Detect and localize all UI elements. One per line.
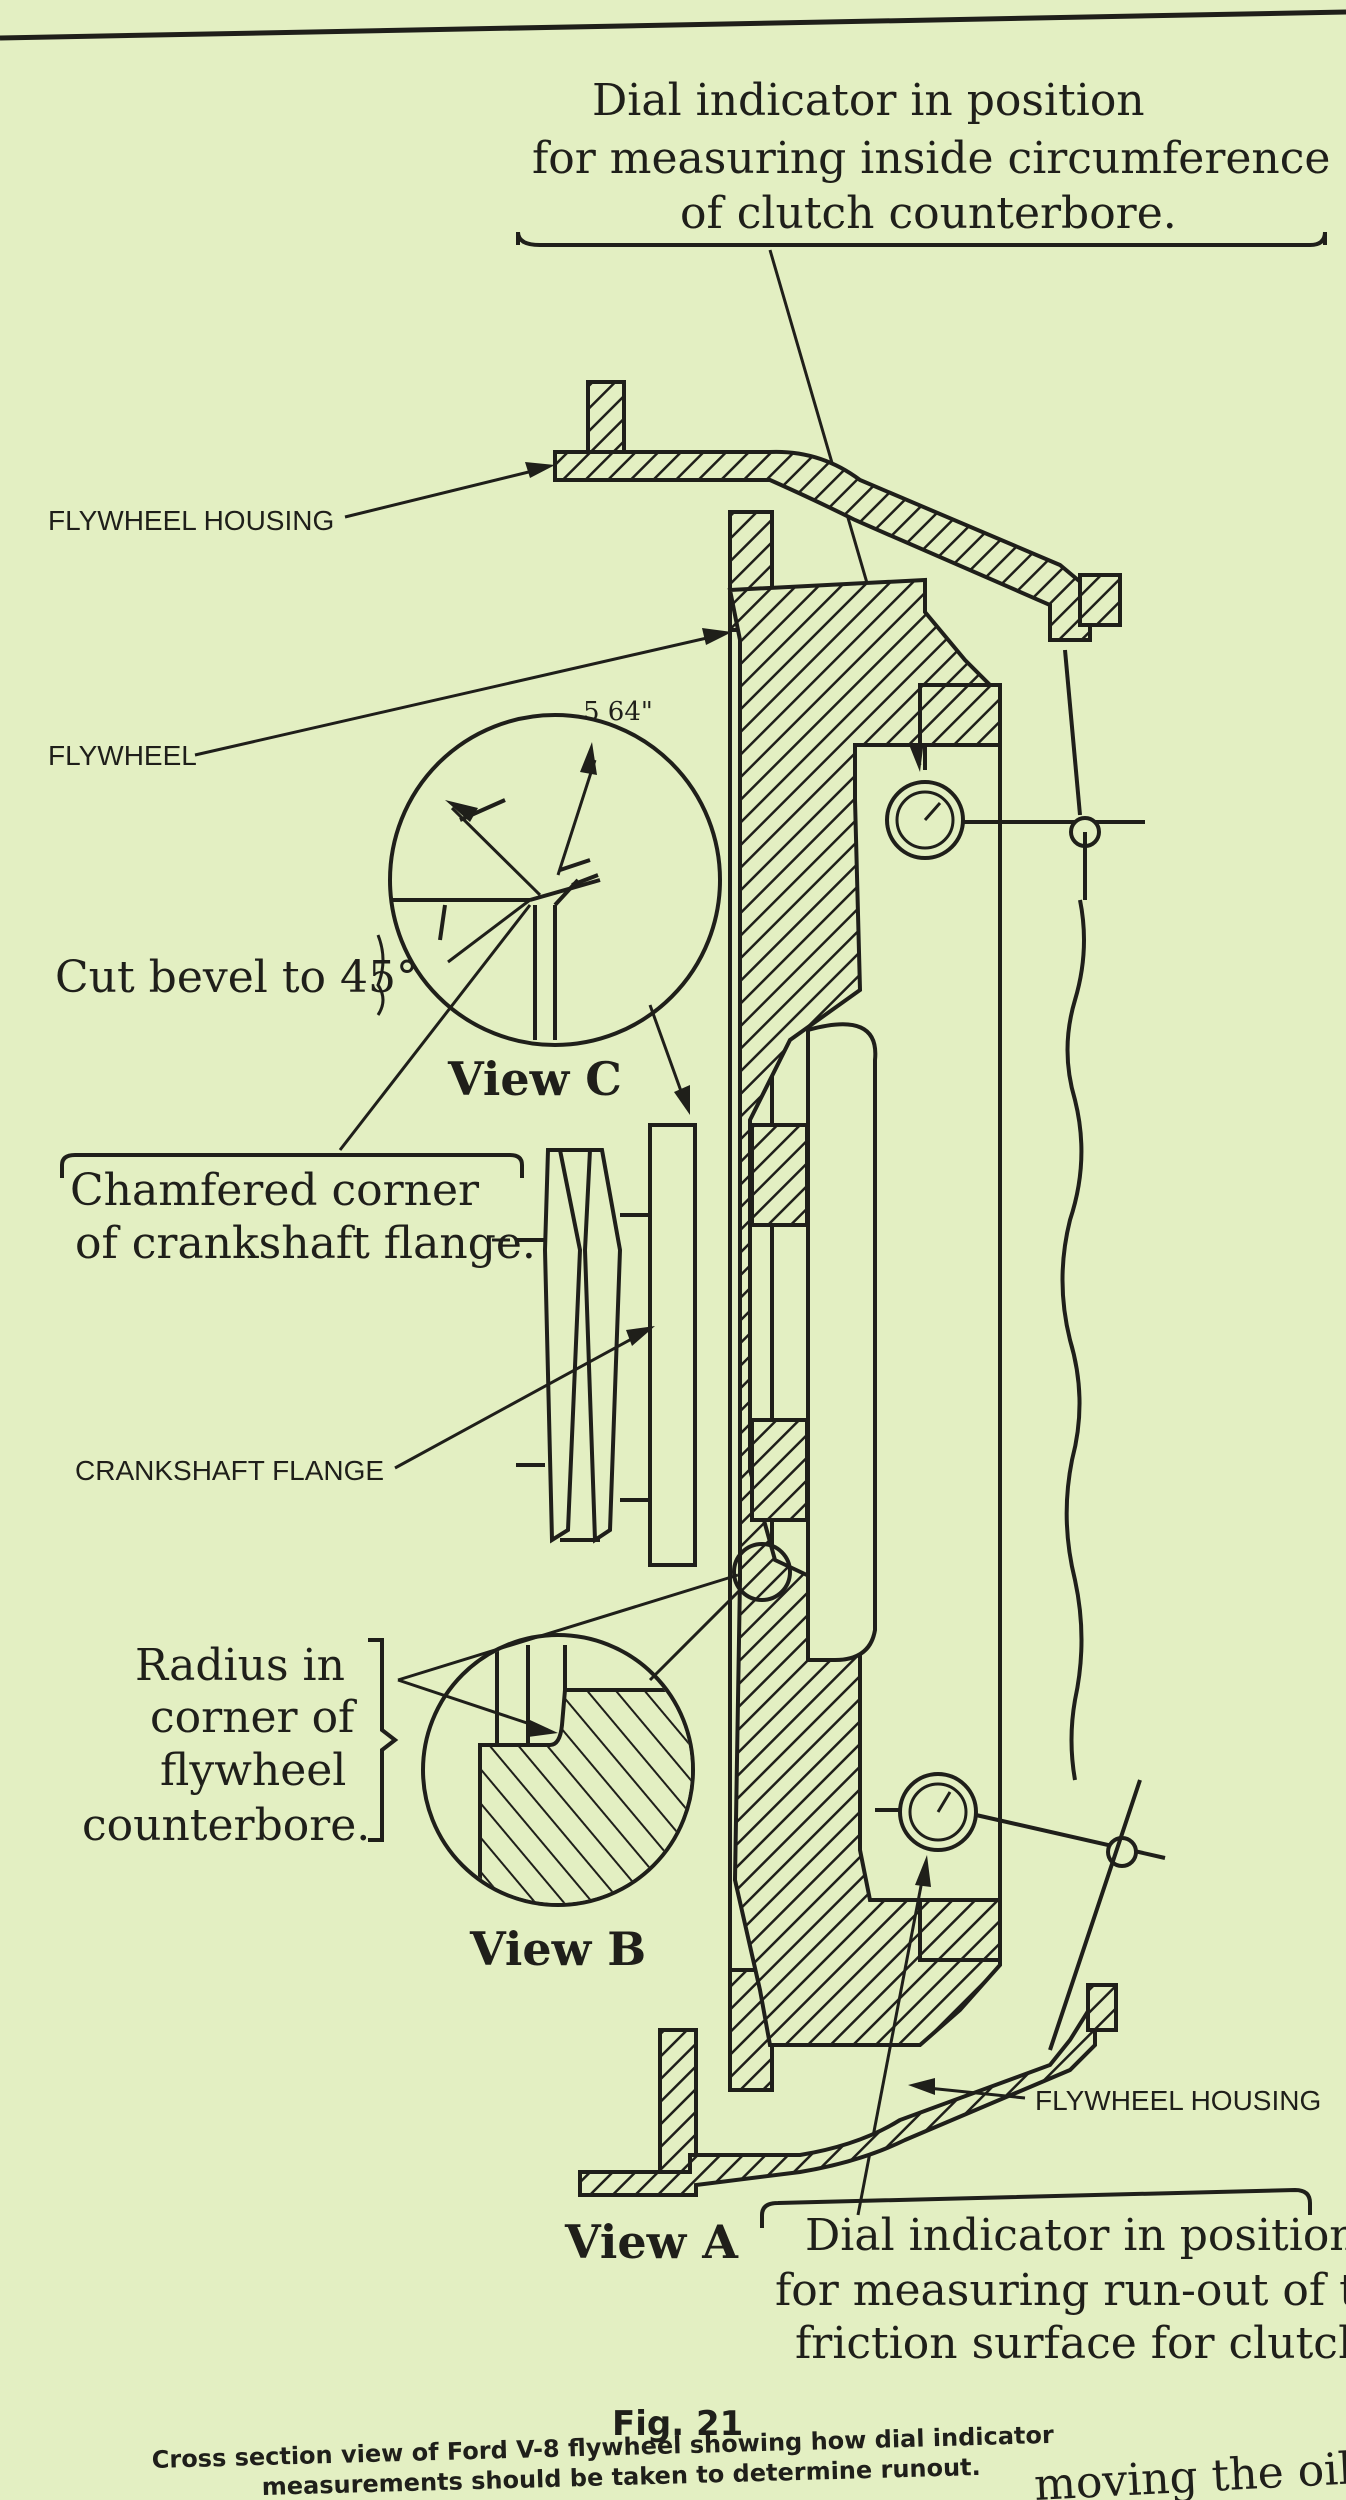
radius-label-4: counterbore. — [82, 1800, 370, 1851]
arrowhead — [626, 1326, 655, 1346]
flywheel-housing-top-leader — [344, 466, 546, 519]
clutch-cover-outline — [1060, 899, 1086, 1781]
radius-brace — [368, 1638, 399, 1842]
dial-top-label-3: of clutch counterbore. — [680, 188, 1177, 239]
radius-label-3: flywheel — [160, 1745, 346, 1796]
dial-gauge-bottom — [875, 1772, 1166, 2051]
view-b-detail — [421, 1542, 792, 1907]
dial-bottom-brace — [760, 2187, 1312, 2228]
cut-bevel-label: Cut bevel to 45° — [55, 952, 418, 1003]
arrowhead — [525, 462, 555, 478]
flywheel-housing-top-label: FLYWHEEL HOUSING — [48, 505, 334, 536]
flywheel-label: FLYWHEEL — [48, 740, 197, 771]
arrowhead — [702, 628, 732, 645]
trailing-text: moving the oil — [1033, 2443, 1346, 2500]
flywheel-body — [727, 510, 1002, 2092]
radius-leader-1 — [397, 1573, 739, 1682]
flywheel-housing-bottom-label: FLYWHEEL HOUSING — [1035, 2085, 1321, 2116]
chamfer-label-2: of crankshaft flange. — [75, 1218, 536, 1269]
figure-title: Fig. 21 — [612, 2404, 743, 2444]
dimension-label: 5 64" — [583, 697, 653, 727]
dial-top-brace — [516, 231, 1327, 247]
radius-label-2: corner of — [150, 1692, 357, 1743]
top-border — [0, 9, 1346, 41]
arrowhead — [528, 1720, 558, 1737]
crankshaft-flange — [516, 1123, 697, 1567]
dial-gauge-top — [885, 649, 1145, 900]
flywheel-housing-bottom — [578, 1983, 1118, 2197]
arrowhead — [908, 2078, 935, 2095]
view-a-label: View A — [564, 2215, 739, 2269]
radius-label-1: Radius in — [135, 1640, 345, 1691]
arrowhead — [908, 740, 924, 772]
chamfer-label-1: Chamfered corner — [70, 1165, 480, 1216]
chamfer-brace — [60, 1153, 524, 1178]
dial-top-label-2: for measuring inside circumference — [532, 133, 1330, 184]
radius-leader-2 — [397, 1678, 549, 1732]
dial-bottom-label-1: Dial indicator in position — [805, 2210, 1346, 2261]
crankshaft-flange-leader — [394, 1328, 649, 1470]
arrowhead — [915, 1855, 931, 1887]
dial-top-label-1: Dial indicator in position — [592, 75, 1145, 126]
flywheel-housing-bottom-leader — [917, 2085, 1026, 2100]
view-c-detail — [388, 713, 722, 1115]
crankshaft-flange-label: CRANKSHAFT FLANGE — [75, 1455, 384, 1486]
chamfer-leader — [338, 904, 532, 1151]
view-b-label: View B — [469, 1922, 646, 1976]
cut-bevel-brace — [376, 934, 385, 1016]
view-c-label: View C — [447, 1052, 622, 1106]
flywheel-leader — [194, 633, 721, 757]
dial-bottom-label-3: friction surface for clutch. — [795, 2318, 1346, 2369]
dial-bottom-label-2: for measuring run-out of the — [775, 2265, 1346, 2316]
flywheel-housing-top — [553, 380, 1122, 642]
